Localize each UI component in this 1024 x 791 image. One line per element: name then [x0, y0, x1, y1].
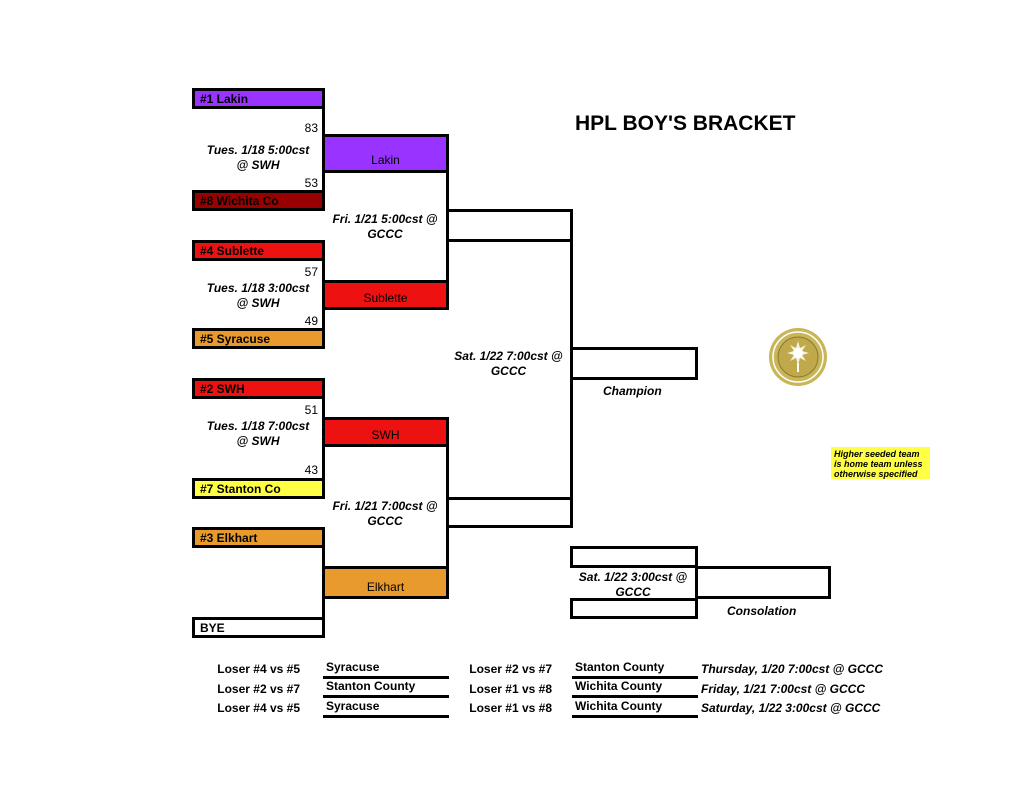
consolation-winner-slot [695, 566, 831, 599]
game-note: Tues. 1/18 5:00cst@ SWH [196, 143, 320, 173]
schedule-right-value: Wichita County [572, 680, 698, 698]
slot-bye: BYE [192, 617, 325, 638]
score: 57 [304, 265, 318, 279]
game-note: Fri. 1/21 5:00cst @GCCC [324, 212, 446, 242]
schedule-left-label: Loser #4 vs #5 [217, 662, 300, 676]
final-game-note: Sat. 1/22 7:00cst @GCCC [448, 349, 569, 379]
slot-stanton-co: #7 Stanton Co [192, 478, 325, 499]
league-seal-icon [769, 328, 827, 386]
team-label: #5 Syracuse [200, 332, 271, 346]
game-place: @ SWH [236, 296, 280, 310]
consolation-game-note: Sat. 1/22 3:00cst @GCCC [572, 570, 694, 600]
slot-r2-elkhart: Elkhart [322, 566, 449, 599]
game-time: Tues. 1/18 3:00cst [206, 281, 310, 295]
game-time: Tues. 1/18 5:00cst [206, 143, 310, 157]
score: 53 [304, 176, 318, 190]
game-note: Tues. 1/18 3:00cst@ SWH [196, 281, 320, 311]
score: 51 [304, 403, 318, 417]
team-label: #8 Wichita Co [200, 194, 279, 208]
game-place: @ SWH [236, 158, 280, 172]
schedule-left-value: Syracuse [323, 661, 449, 679]
consolation-slot-bottom [570, 598, 698, 619]
game-place: GCCC [490, 364, 527, 378]
consolation-slot-top [570, 546, 698, 568]
slot-r3-top [446, 209, 573, 242]
game-time: Sat. 1/22 7:00cst @ [454, 349, 563, 363]
team-label: BYE [200, 621, 225, 635]
game-note: Fri. 1/21 7:00cst @GCCC [324, 499, 446, 529]
schedule-left-label: Loser #2 vs #7 [217, 682, 300, 696]
slot-r2-swh: SWH [322, 417, 449, 447]
slot-elkhart: #3 Elkhart [192, 527, 325, 548]
slot-wichita-co: #8 Wichita Co [192, 190, 325, 211]
slot-lakin: #1 Lakin [192, 88, 325, 109]
consolation-label: Consolation [727, 604, 797, 618]
slot-sublette: #4 Sublette [192, 240, 325, 261]
slot-r3-bottom [446, 497, 573, 528]
schedule-time: Thursday, 1/20 7:00cst @ GCCC [701, 662, 883, 676]
team-label: SWH [371, 428, 400, 442]
champion-label: Champion [603, 384, 662, 398]
game-time: Sat. 1/22 3:00cst @ [578, 570, 688, 584]
game-time: Tues. 1/18 7:00cst [206, 419, 310, 433]
slot-r2-lakin: Lakin [322, 134, 449, 173]
team-label: #1 Lakin [200, 92, 249, 106]
game-place: GCCC [367, 227, 403, 241]
team-label: #3 Elkhart [200, 531, 258, 545]
schedule-right-label: Loser #1 vs #8 [469, 701, 552, 715]
champion-slot [570, 347, 698, 380]
page-title: HPL BOY'S BRACKET [575, 112, 796, 135]
game-place: @ SWH [236, 434, 280, 448]
slot-syracuse: #5 Syracuse [192, 328, 325, 349]
game-place: GCCC [615, 585, 651, 599]
schedule-right-value: Stanton County [572, 661, 698, 679]
team-label: #7 Stanton Co [200, 482, 281, 496]
score: 83 [304, 121, 318, 135]
score: 49 [304, 314, 318, 328]
schedule-time: Saturday, 1/22 3:00cst @ GCCC [701, 701, 881, 715]
team-label: Lakin [371, 153, 400, 167]
game-time: Fri. 1/21 5:00cst @ [332, 212, 438, 226]
slot-r2-sublette: Sublette [322, 280, 449, 310]
schedule-right-value: Wichita County [572, 700, 698, 718]
schedule-left-label: Loser #4 vs #5 [217, 701, 300, 715]
schedule-left-value: Syracuse [323, 700, 449, 718]
home-team-note: Higher seeded team is home team unless o… [831, 447, 930, 479]
team-label: Sublette [363, 291, 408, 305]
game-note: Tues. 1/18 7:00cst@ SWH [196, 419, 320, 449]
schedule-right-label: Loser #1 vs #8 [469, 682, 552, 696]
schedule-right-label: Loser #2 vs #7 [469, 662, 552, 676]
schedule-left-value: Stanton County [323, 680, 449, 698]
score: 43 [304, 463, 318, 477]
game-place: GCCC [367, 514, 403, 528]
slot-swh: #2 SWH [192, 378, 325, 399]
game-time: Fri. 1/21 7:00cst @ [332, 499, 438, 513]
schedule-time: Friday, 1/21 7:00cst @ GCCC [701, 682, 865, 696]
team-label: #4 Sublette [200, 244, 265, 258]
team-label: #2 SWH [200, 382, 245, 396]
team-label: Elkhart [366, 580, 405, 594]
